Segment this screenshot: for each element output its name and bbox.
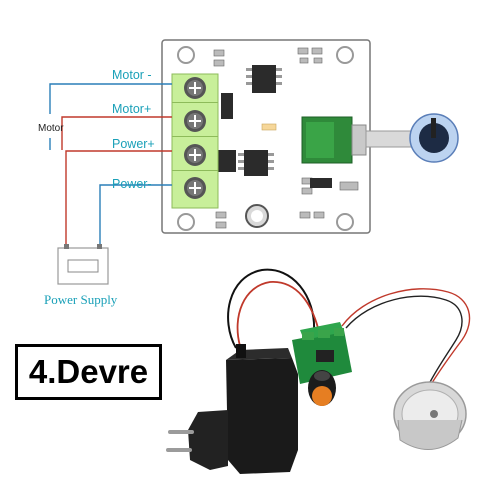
knob — [409, 113, 459, 163]
pwm-module — [292, 322, 352, 384]
capacitor — [310, 178, 332, 188]
motor-wire-black — [345, 295, 463, 387]
adapter-cable — [227, 268, 316, 349]
wall-adapter — [166, 344, 298, 474]
mounting-hole — [177, 46, 195, 64]
module-knob — [308, 370, 336, 406]
label-power-minus: Power- — [112, 177, 152, 191]
power-supply-icon — [57, 244, 109, 285]
terminal-screws — [184, 77, 206, 199]
mounting-hole — [336, 46, 354, 64]
label-power-plus: Power+ — [112, 137, 155, 151]
wires — [49, 83, 172, 250]
potentiometer — [301, 116, 413, 164]
power-supply-label: Power Supply — [44, 292, 118, 307]
red-wire — [236, 281, 319, 347]
diode — [221, 93, 233, 119]
motor-label: Motor — [38, 123, 64, 134]
mosfet — [218, 150, 236, 172]
mounting-hole — [177, 213, 195, 231]
ic-chip — [246, 65, 282, 93]
smd-pads — [213, 47, 359, 229]
motor-wire-red — [341, 288, 471, 387]
circuit-title-box: 4.Devre — [15, 344, 162, 400]
mounting-hole — [336, 213, 354, 231]
resistor — [261, 123, 277, 131]
circuit-title: 4.Devre — [28, 353, 149, 390]
dc-motor — [393, 381, 467, 450]
label-motor-plus: Motor+ — [112, 102, 151, 116]
label-motor-minus: Motor - — [112, 68, 152, 82]
ic-chip — [238, 150, 274, 176]
